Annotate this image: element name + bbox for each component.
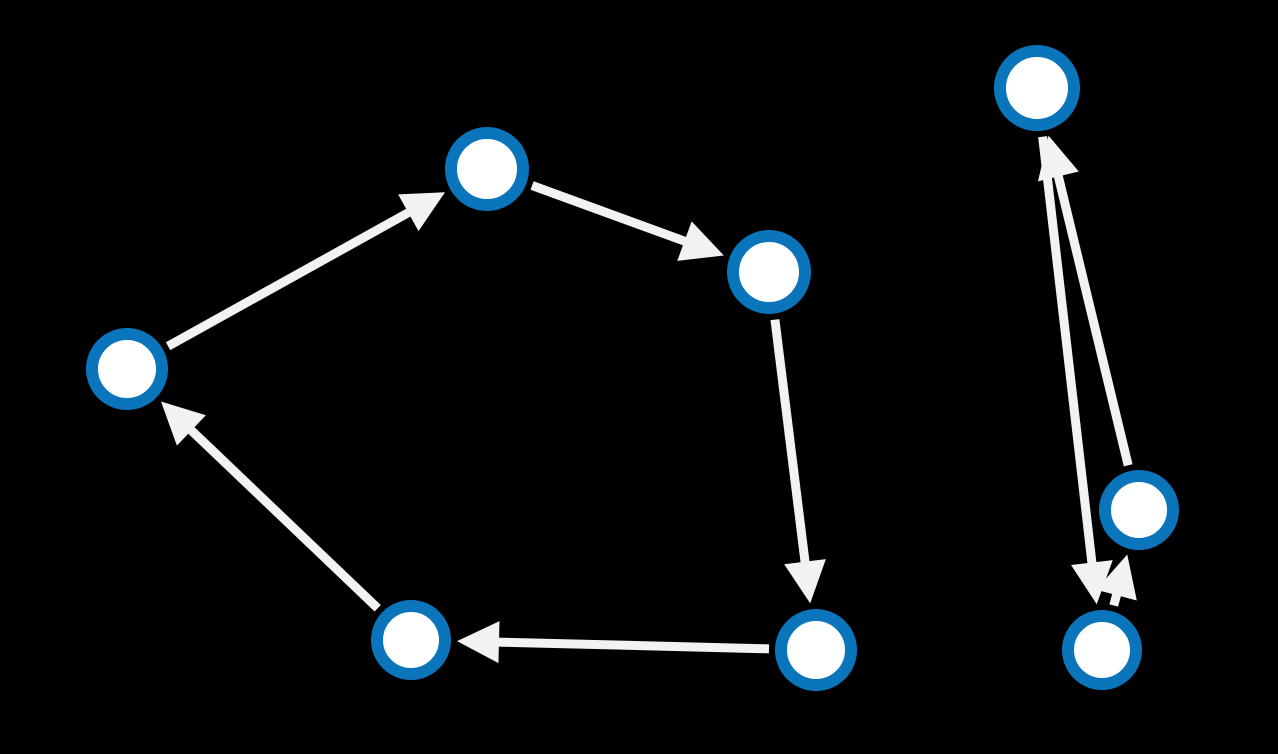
node-right-middle[interactable] [1099, 470, 1179, 550]
arrowhead-icon [1071, 560, 1113, 605]
edge-top-left-to-top-middle[interactable] [530, 181, 724, 261]
node-top-right[interactable] [994, 45, 1080, 131]
node-circle [86, 328, 168, 410]
node-circle [371, 600, 451, 680]
arrowhead-icon [1037, 135, 1079, 182]
edge-line [1053, 173, 1133, 467]
edge-line [770, 319, 810, 565]
arrowhead-icon [161, 401, 206, 446]
arrowhead-icon [784, 559, 826, 604]
edge-right-middle-to-top-right[interactable] [1037, 135, 1133, 467]
node-left[interactable] [86, 328, 168, 410]
arrowhead-icon [456, 621, 500, 664]
edge-line [496, 637, 770, 654]
nodes-layer [86, 45, 1179, 691]
arrowhead-icon [398, 192, 446, 232]
edge-top-right-to-bottom-right[interactable] [1038, 136, 1113, 605]
node-bottom-right[interactable] [1062, 610, 1142, 690]
edge-line [1038, 136, 1097, 566]
node-circle [775, 609, 857, 691]
node-circle [445, 127, 529, 211]
node-bottom-middle[interactable] [775, 609, 857, 691]
edge-line [186, 425, 381, 612]
node-circle [1062, 610, 1142, 690]
edge-top-middle-to-bottom-middle[interactable] [770, 319, 826, 604]
node-top-middle[interactable] [727, 230, 811, 314]
edge-bottom-left-to-left[interactable] [161, 401, 381, 612]
edge-bottom-middle-to-bottom-left[interactable] [456, 621, 770, 664]
arrowhead-icon [677, 221, 724, 261]
node-circle [1099, 470, 1179, 550]
node-circle [727, 230, 811, 314]
edge-bottom-right-to-right-middle[interactable] [1096, 554, 1137, 607]
arrowhead-icon [1096, 554, 1137, 601]
edges-layer [161, 135, 1137, 664]
edge-line [165, 207, 413, 351]
node-top-left[interactable] [445, 127, 529, 211]
edge-line [530, 181, 688, 247]
edge-line [1109, 591, 1122, 607]
edge-left-to-top-left[interactable] [165, 192, 446, 351]
node-circle [994, 45, 1080, 131]
node-bottom-left[interactable] [371, 600, 451, 680]
